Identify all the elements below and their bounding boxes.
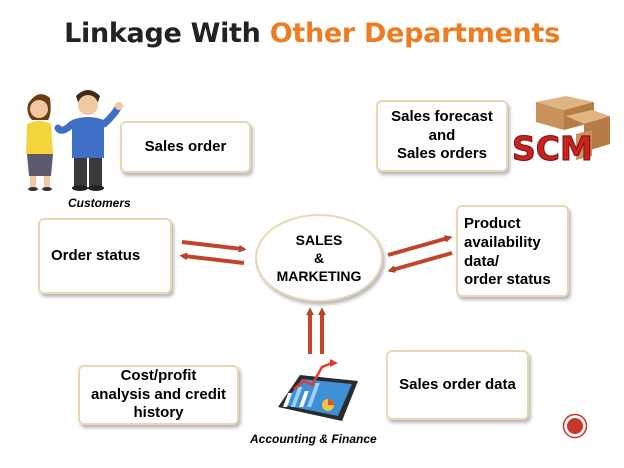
cost-profit-label: Cost/profit analysis and credit history <box>90 366 227 422</box>
sales-order-box: Sales order <box>120 121 251 173</box>
arrow-to-hub-right <box>392 251 453 270</box>
sales-marketing-hub: SALES & MARKETING <box>255 214 383 302</box>
arrow-to-order-status <box>184 256 245 265</box>
sales-forecast-box: Sales forecast and Sales orders <box>376 100 508 172</box>
finance-tablet-icon <box>278 359 358 421</box>
order-status-label: Order status <box>51 246 141 264</box>
sales-forecast-label: Sales forecast and Sales orders <box>391 107 493 163</box>
arrow-to-product <box>387 238 448 257</box>
scm-logo-text: SCM <box>512 129 593 168</box>
title-part-2: Other Departments <box>269 18 560 49</box>
page-title: Linkage With Other Departments <box>0 18 624 49</box>
customers-caption: Customers <box>68 196 131 210</box>
order-status-box: Order status <box>38 218 172 294</box>
nav-button-icon[interactable] <box>562 413 588 439</box>
product-availability-box: Product availability data/ order status <box>456 205 569 297</box>
sales-order-data-label: Sales order data <box>399 375 516 393</box>
hub-line-2: & <box>313 249 325 266</box>
hub-line-3: MARKETING <box>276 268 362 285</box>
sales-order-data-box: Sales order data <box>386 350 529 420</box>
product-availability-label: Product availability data/ order status <box>464 215 551 289</box>
sales-order-label: Sales order <box>144 137 227 155</box>
hub-line-1: SALES <box>295 231 343 248</box>
arrow-to-hub-left <box>181 240 242 249</box>
customers-illustration-icon <box>26 90 123 191</box>
title-part-1: Linkage With <box>64 18 261 49</box>
scm-logo-icon: SCM <box>512 96 610 169</box>
accounting-finance-caption: Accounting & Finance <box>250 432 377 446</box>
cost-profit-box: Cost/profit analysis and credit history <box>78 365 239 425</box>
